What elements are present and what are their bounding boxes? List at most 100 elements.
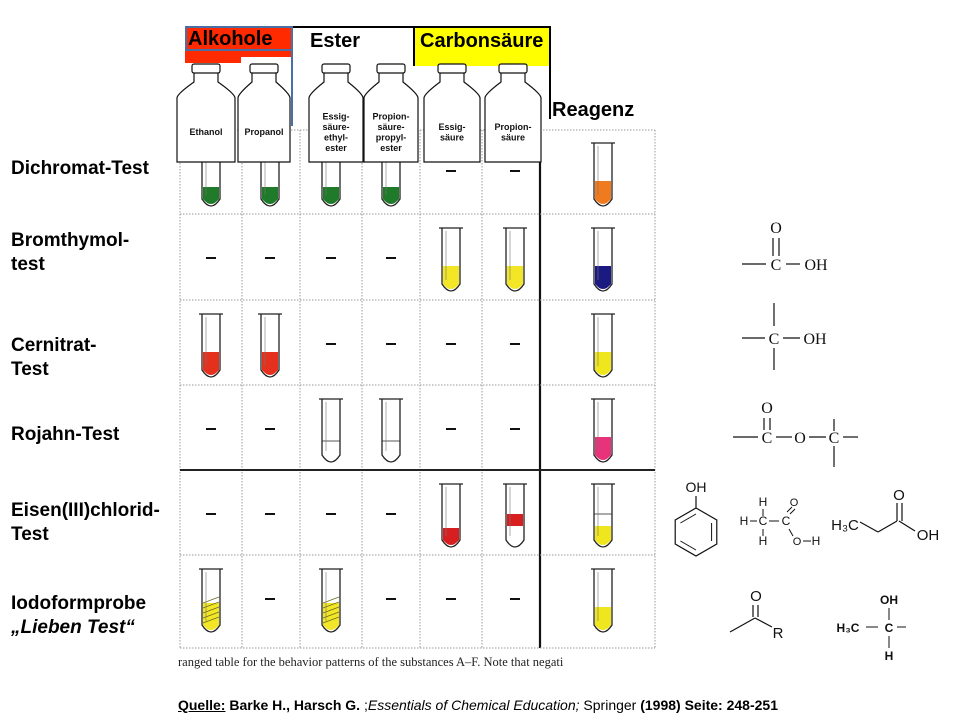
structure-bond (786, 506, 793, 513)
bottle-2: Propanol (237, 63, 291, 163)
tube-liquid (595, 437, 611, 460)
source-citation: Quelle: Barke H., Harsch G. ;Essentials … (177, 697, 778, 713)
atom-c: C (885, 621, 894, 635)
structure-bond (788, 528, 794, 537)
test-label-rojahn: Rojahn-Test (11, 424, 120, 445)
table-gridlines (179, 129, 656, 649)
result-tube (258, 313, 282, 378)
bottle-label: ester (380, 143, 402, 153)
structure-bond (729, 617, 756, 633)
group-carbonsaeure-header: Carbonsäure (413, 26, 551, 66)
precipitate-hatch (202, 606, 220, 614)
bottle-stopper (498, 63, 528, 74)
test-label-bromthymol: Bromthymol-test (11, 230, 130, 275)
result-tube (503, 227, 527, 292)
bottle-stopper (376, 63, 406, 74)
reagent-tube (591, 142, 615, 207)
tube-liquid (262, 187, 278, 204)
bottle-label: Propion- (373, 111, 410, 121)
test-label-iodoform: Iodoformprobe„Lieben Test“ (11, 593, 147, 638)
tube-liquid (507, 266, 523, 289)
reagenz-label: Reagenz (552, 99, 635, 121)
tube-liquid (595, 352, 611, 375)
structure-bond (877, 520, 898, 533)
result-tube (319, 568, 343, 633)
atom-h3c: H₃C (837, 621, 860, 635)
tube-liquid (595, 181, 611, 204)
tube-liquid (595, 607, 611, 630)
group-carbonsaeure-label: Carbonsäure (420, 30, 544, 52)
precipitate-hatch (322, 606, 340, 614)
atom-o: O (794, 430, 806, 447)
bottle-label: säure- (377, 122, 404, 132)
bottle-label: säure- (322, 122, 349, 132)
tube-band (507, 514, 523, 526)
bottle-stopper (437, 63, 467, 74)
tube-liquid (262, 352, 278, 375)
bottle-body (423, 72, 481, 163)
bottle-label: ethyl- (324, 132, 348, 142)
bottle-stopper (321, 63, 351, 74)
tube-liquid (443, 528, 459, 545)
reagent-tube (591, 227, 615, 292)
bottle-3: Essig-säure-ethyl-ester (308, 63, 364, 163)
tube-outline (591, 398, 615, 463)
test-label-eisen: Eisen(III)chlorid-Test (11, 500, 160, 545)
atom-o: O (770, 220, 782, 237)
group-alkohole-label: Alkohole (188, 28, 273, 50)
bottle-5: Essig-säure (423, 63, 481, 163)
tube-outline (199, 313, 223, 378)
atom-c: C (771, 257, 782, 274)
precipitate-hatch (202, 616, 220, 624)
atom-o: O (761, 400, 773, 417)
atom-c: C (759, 514, 768, 528)
structure-bond (680, 540, 697, 551)
tube-outline (591, 142, 615, 207)
phenol-oh: OH (686, 479, 707, 495)
reagent-tube (591, 313, 615, 378)
tube-outline (503, 227, 527, 292)
atom-h: H (759, 495, 768, 509)
precipitate-hatch (322, 616, 340, 624)
bottle-body (237, 72, 291, 163)
tube-outline (258, 313, 282, 378)
tube-outline (319, 398, 343, 463)
atom-r: R (773, 625, 784, 642)
tube-liquid (203, 603, 219, 630)
result-tube (199, 568, 223, 633)
atom-c: C (769, 331, 780, 348)
bottle-label: Essig- (438, 122, 465, 132)
bottle-body (308, 72, 364, 163)
atom-c: C (762, 430, 773, 447)
test-label-dichromat: Dichromat-Test (11, 158, 149, 179)
atom-o: O (893, 487, 905, 504)
atom-h: H (759, 534, 768, 548)
atom-h: H (812, 534, 821, 548)
atom-h3c: H₃C (831, 517, 859, 534)
tube-outline (591, 227, 615, 292)
bottle-4: Propion-säure-propyl-ester (363, 63, 419, 163)
tube-outline (591, 568, 615, 633)
tube-liquid (323, 603, 339, 630)
tube-liquid (595, 266, 611, 289)
bottle-body (484, 72, 542, 163)
reagent-tube (591, 568, 615, 633)
precipitate-hatch (322, 611, 340, 619)
group-ester-label: Ester (310, 30, 361, 52)
tube-liquid (203, 352, 219, 375)
tube-outline (591, 483, 615, 548)
atom-oh: OH (917, 527, 940, 544)
structure-bond (789, 508, 796, 515)
tube-liquid (595, 526, 611, 545)
tube-outline (439, 483, 463, 548)
bottle-label: propyl- (376, 132, 407, 142)
bottle-label: säure (440, 132, 464, 142)
bottle-label: Ethanol (190, 127, 223, 137)
tube-outline (379, 398, 403, 463)
result-tube (319, 398, 343, 463)
result-tube (199, 313, 223, 378)
tube-outline (199, 568, 223, 633)
bottle-label: ester (325, 143, 347, 153)
bottle-1: Ethanol (176, 63, 236, 163)
